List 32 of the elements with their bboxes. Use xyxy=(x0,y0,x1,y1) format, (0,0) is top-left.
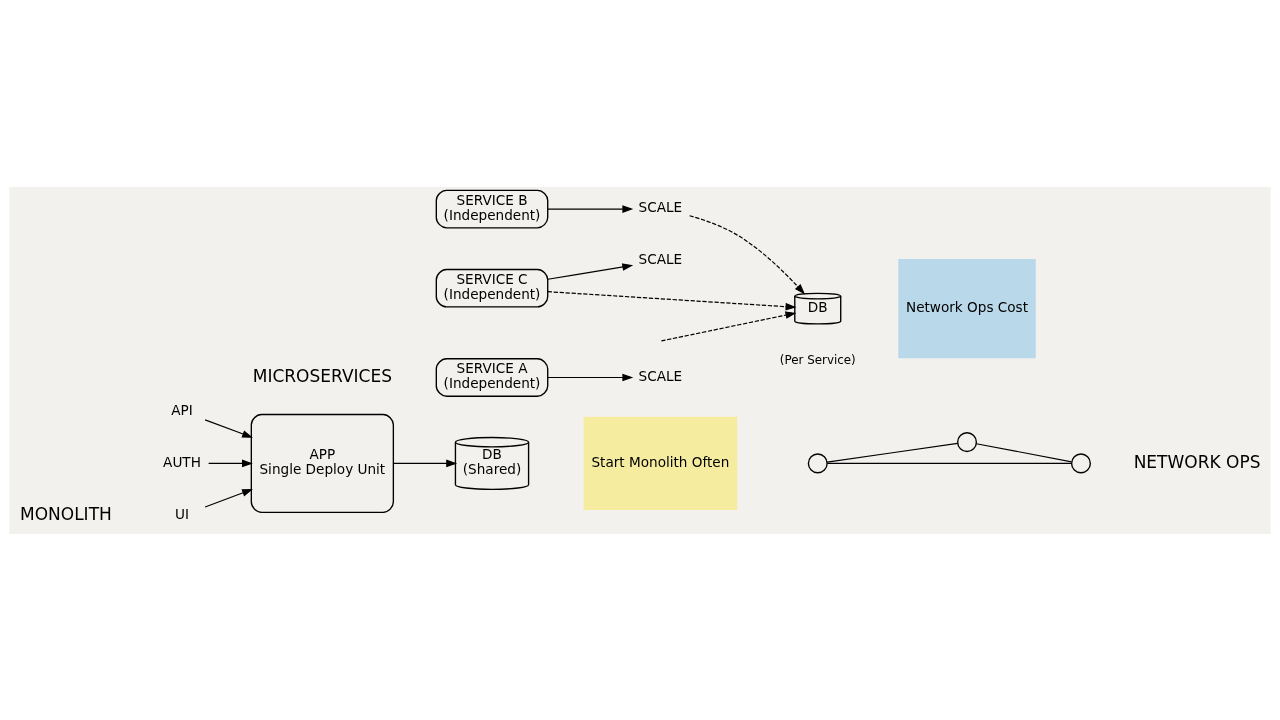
label: NETWORK OPS xyxy=(1133,451,1261,472)
connector xyxy=(975,442,1073,462)
node-box: SERVICE C (Independent) xyxy=(435,268,549,308)
arrow xyxy=(689,214,806,295)
connector xyxy=(826,462,1072,464)
arrow xyxy=(204,488,253,508)
connector xyxy=(826,442,959,463)
label: MONOLITH xyxy=(20,503,112,524)
node-text: API xyxy=(171,401,193,418)
node-box: APP Single Deploy Unit xyxy=(250,413,395,513)
arrow xyxy=(204,418,253,438)
node-text: SCALE xyxy=(638,250,683,267)
arrow xyxy=(660,310,797,341)
label: MICROSERVICES xyxy=(252,365,392,386)
node-box: SERVICE A (Independent) xyxy=(435,357,549,397)
node-label: (Per Service) xyxy=(779,352,856,367)
arrow xyxy=(547,204,634,213)
arrow xyxy=(392,459,458,467)
node-circle xyxy=(1070,452,1091,473)
arrow xyxy=(208,459,253,467)
node-text: AUTH xyxy=(163,453,201,470)
node-text: UI xyxy=(175,505,189,522)
node-circle xyxy=(807,452,828,473)
arrow xyxy=(547,262,634,280)
node-box: Start Monolith Often xyxy=(583,416,738,510)
node-box: SERVICE B (Independent) xyxy=(435,189,549,228)
node-circle xyxy=(957,431,978,452)
arrow xyxy=(547,290,797,310)
node-text: SCALE xyxy=(638,198,683,215)
node-box: Network Ops Cost xyxy=(898,258,1036,358)
arrow xyxy=(547,373,634,381)
node-text: SCALE xyxy=(638,367,683,384)
